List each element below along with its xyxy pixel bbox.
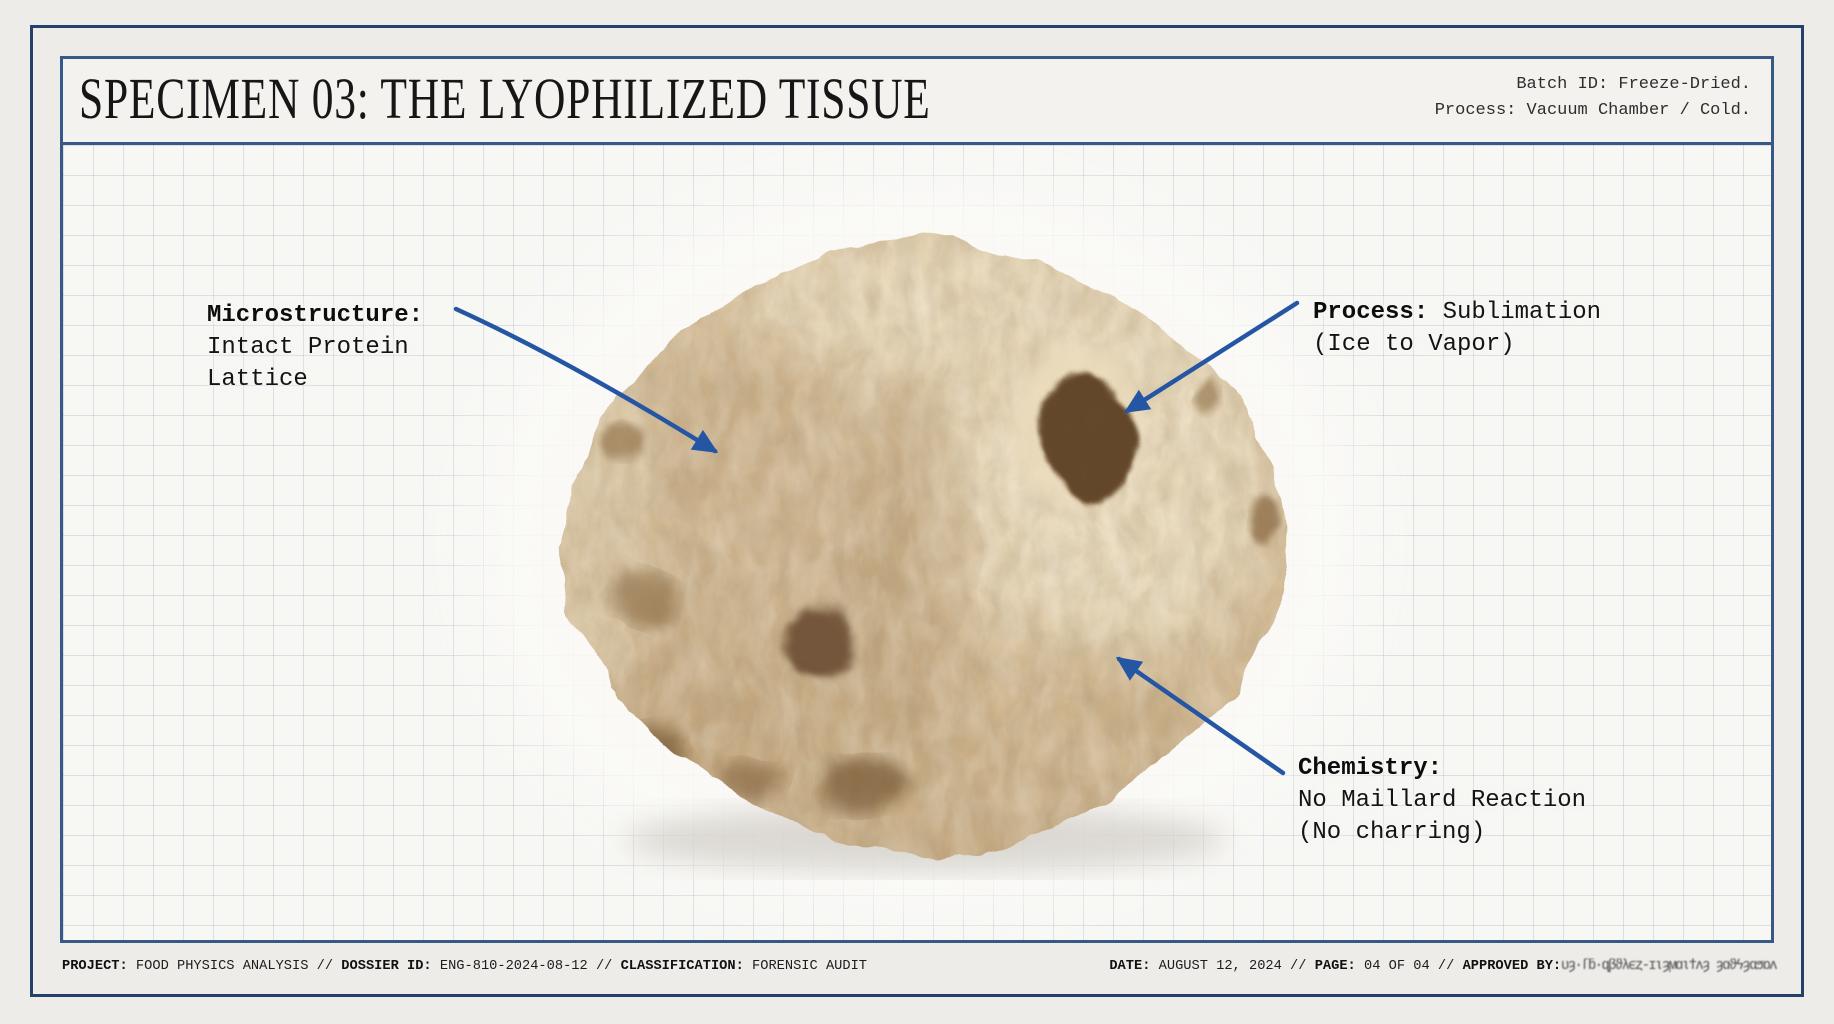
- batch-id-line: Batch ID: Freeze-Dried.: [1516, 75, 1751, 94]
- annotation-line: Lattice: [207, 366, 308, 393]
- footer-project-info: PROJECT: FOOD PHYSICS ANALYSIS // DOSSIE…: [62, 959, 868, 974]
- annotation-label: Process: Sublimation: [1313, 299, 1602, 326]
- freeze-dried-specimen-body: [555, 237, 1290, 857]
- microstructure-arrow: [453, 306, 719, 454]
- annotation-label: Chemistry:: [1298, 755, 1443, 782]
- approval-signature-scribble: ʋȝ·ſƃ·ɋβϑλϵȥ-ɪɩȝϻɑɩϯʌȝ ȝɑϑϟȝɑϧɒʌ: [1561, 958, 1777, 975]
- footer-date-approval: DATE: AUGUST 12, 2024 // PAGE: 04 OF 04 …: [1109, 957, 1777, 977]
- annotation-microstructure: Microstructure: Intact Protein Lattice: [207, 300, 423, 396]
- annotation-line: No Maillard Reaction: [1298, 787, 1587, 814]
- annotation-line: (Ice to Vapor): [1313, 331, 1515, 358]
- annotation-line: (No charring): [1298, 819, 1486, 846]
- annotation-line: Intact Protein: [207, 334, 409, 361]
- header-box: SPECIMEN 03: THE LYOPHILIZED TISSUE Batc…: [60, 56, 1774, 145]
- chemistry-arrow: [1115, 656, 1286, 776]
- header-meta: Batch ID: Freeze-Dried. Process: Vacuum …: [1435, 72, 1751, 124]
- annotation-chemistry: Chemistry: No Maillard Reaction (No char…: [1298, 753, 1586, 849]
- process-arrow: [1123, 300, 1300, 414]
- process-meta-line: Process: Vacuum Chamber / Cold.: [1434, 101, 1751, 120]
- annotation-process: Process: Sublimation (Ice to Vapor): [1313, 297, 1601, 361]
- annotation-label: Microstructure:: [207, 302, 424, 329]
- graph-paper-canvas: Microstructure: Intact Protein Lattice P…: [60, 145, 1774, 943]
- page-title: SPECIMEN 03: THE LYOPHILIZED TISSUE: [79, 65, 931, 131]
- specimen-photo: [453, 177, 1365, 913]
- large-pore: [1039, 374, 1137, 500]
- outer-border-frame: [30, 25, 1804, 997]
